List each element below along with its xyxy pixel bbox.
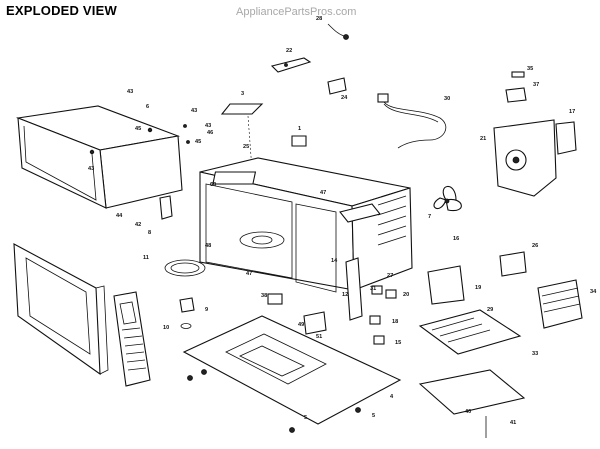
callout-38: 38 xyxy=(261,293,267,299)
callout-10: 10 xyxy=(163,325,169,331)
callout-18: 18 xyxy=(392,319,398,325)
part-lower-bracket xyxy=(418,369,526,438)
callout-19: 19 xyxy=(475,285,481,291)
callout-45: 45 xyxy=(135,126,141,132)
callout-17: 17 xyxy=(569,109,575,115)
part-door xyxy=(13,243,109,376)
callout-48: 48 xyxy=(205,243,211,249)
callout-4: 4 xyxy=(390,394,394,400)
part-coupler xyxy=(179,297,195,329)
part-fan-blade xyxy=(433,185,462,212)
callout-35: 35 xyxy=(527,66,533,72)
callout-14: 14 xyxy=(331,258,338,264)
callout-51: 51 xyxy=(316,334,322,340)
callout-21: 21 xyxy=(480,136,486,142)
callout-49: 49 xyxy=(298,322,304,328)
part-noise-filter-board xyxy=(505,87,527,103)
part-hv-capacitor xyxy=(427,265,465,305)
callout-22: 22 xyxy=(286,48,292,54)
callout-43: 43 xyxy=(205,123,211,129)
callout-16: 16 xyxy=(453,236,459,242)
part-fan-housing xyxy=(493,119,577,197)
callout-24: 24 xyxy=(341,95,348,101)
part-switch-bracket xyxy=(303,311,327,335)
callout-28: 28 xyxy=(316,16,322,22)
callout-46: 46 xyxy=(207,130,213,136)
part-fuse xyxy=(511,71,525,78)
part-control-panel xyxy=(113,291,151,387)
part-power-cord xyxy=(377,93,447,149)
callout-40: 40 xyxy=(465,409,471,415)
callout-9: 9 xyxy=(205,307,208,313)
part-waveguide-cover xyxy=(339,203,381,223)
part-inverter-board xyxy=(418,309,522,355)
callout-37: 37 xyxy=(533,82,539,88)
callout-43: 43 xyxy=(191,108,197,114)
part-thermistor xyxy=(327,23,349,40)
callout-45: 45 xyxy=(195,139,201,145)
part-label xyxy=(291,135,307,147)
part-bracket xyxy=(159,195,173,220)
callout-44: 44 xyxy=(116,213,123,219)
part-outer-cabinet xyxy=(15,105,190,209)
callout-7: 7 xyxy=(428,214,431,220)
callout-labels: 2822243537303436454343464511721254360474… xyxy=(88,16,597,426)
part-roller-ring xyxy=(164,259,206,277)
part-magnetron-bracket xyxy=(499,251,527,277)
part-switch xyxy=(327,77,347,95)
callout-43: 43 xyxy=(127,89,133,95)
callout-31: 31 xyxy=(370,286,376,292)
callout-33: 33 xyxy=(532,351,538,357)
callout-6: 6 xyxy=(146,104,149,110)
callout-41: 41 xyxy=(510,420,516,426)
callout-5: 5 xyxy=(304,415,307,421)
callout-5: 5 xyxy=(372,413,375,419)
callout-26: 26 xyxy=(532,243,538,249)
callout-47: 47 xyxy=(246,271,252,277)
callout-34: 34 xyxy=(590,289,597,295)
callout-11: 11 xyxy=(143,255,149,261)
callout-15: 15 xyxy=(395,340,401,346)
callout-12: 12 xyxy=(342,292,348,298)
callout-29: 29 xyxy=(487,307,493,313)
part-oven-chassis xyxy=(199,157,413,293)
callout-1: 1 xyxy=(298,126,301,132)
part-latch-board xyxy=(345,257,363,321)
part-turntable-motor xyxy=(267,293,283,305)
callout-20: 20 xyxy=(403,292,409,298)
callout-47: 47 xyxy=(320,190,326,196)
callout-8: 8 xyxy=(148,230,151,236)
watermark: AppliancePartsPros.com xyxy=(236,6,357,18)
part-door-switches xyxy=(369,285,397,345)
callout-3: 3 xyxy=(241,91,244,97)
callout-42: 42 xyxy=(135,222,141,228)
callout-27: 27 xyxy=(387,273,393,279)
part-latch-lever xyxy=(270,57,312,73)
page-title: EXPLODED VIEW xyxy=(6,3,117,18)
part-magnetron xyxy=(537,279,583,329)
callout-25: 25 xyxy=(243,144,249,150)
callout-30: 30 xyxy=(444,96,450,102)
callout-60: 60 xyxy=(210,182,216,188)
callout-43: 43 xyxy=(88,166,94,172)
part-base-plate xyxy=(182,315,402,433)
